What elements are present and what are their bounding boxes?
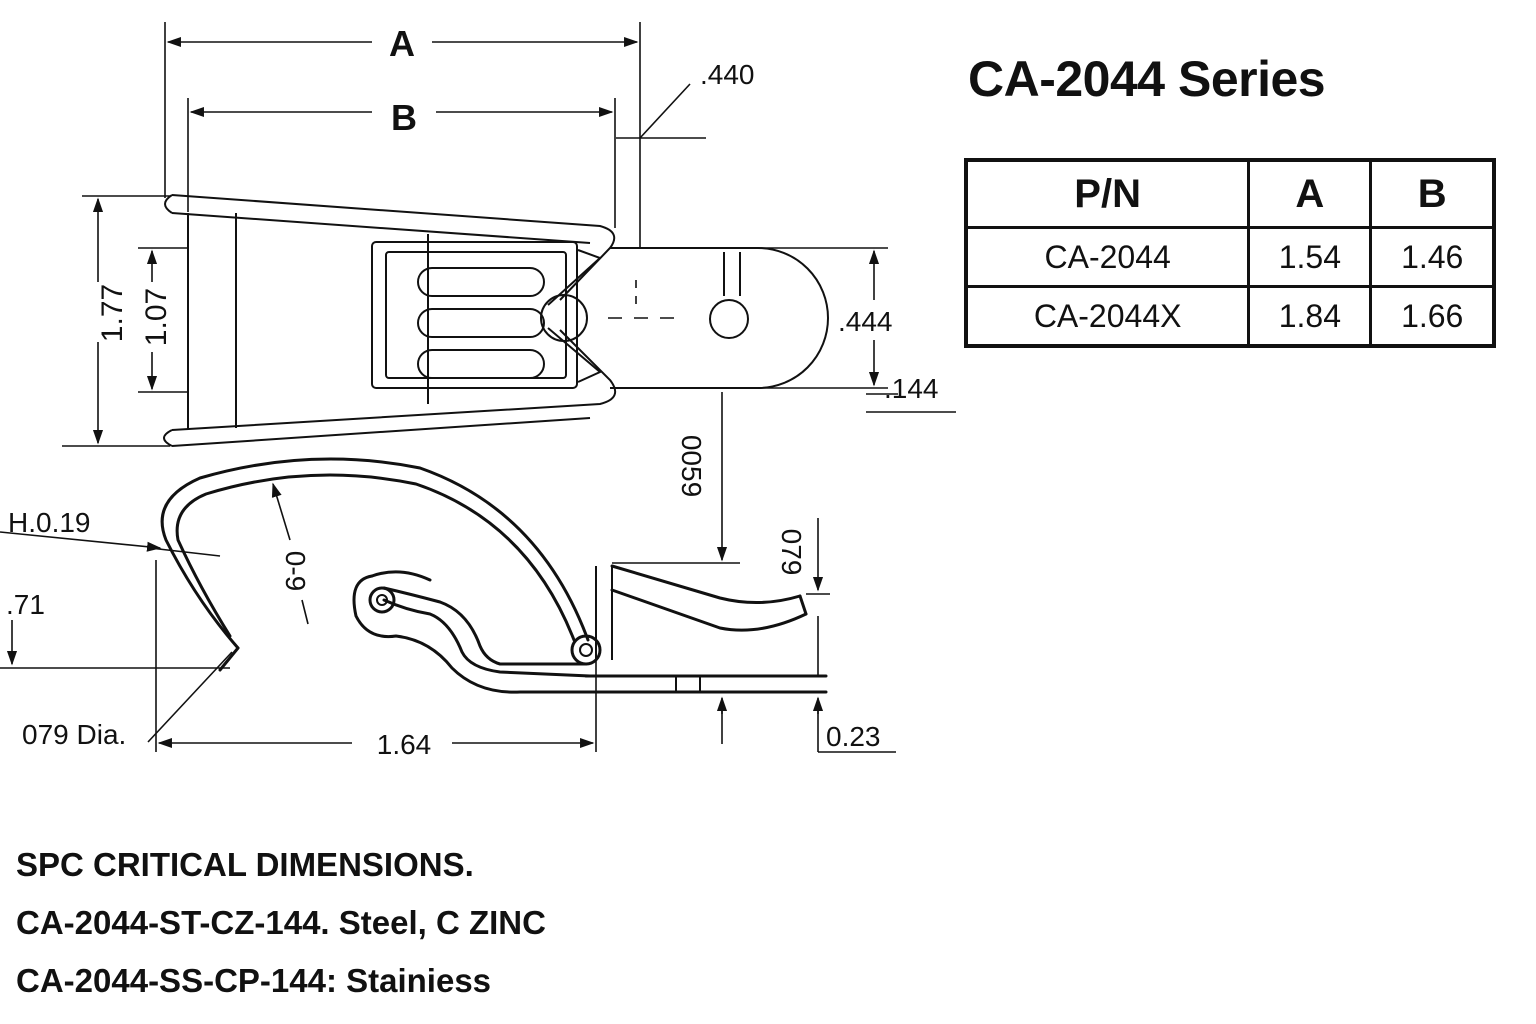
table-row: CA-2044 1.54 1.46 — [964, 226, 1496, 288]
table-cell: 1.46 — [1369, 226, 1496, 288]
table-cell: 1.84 — [1247, 285, 1373, 348]
table-cell: CA-2044X — [964, 285, 1251, 348]
clip-side-view — [160, 457, 828, 694]
clip-top-view — [163, 194, 829, 447]
dim-144-label: .144 — [884, 373, 939, 404]
dim-444-label: .444 — [838, 306, 893, 337]
dim-09-label: 0-9 — [280, 551, 311, 591]
dim-164-label: 1.64 — [377, 729, 432, 760]
table-row: CA-2044X 1.84 1.66 — [964, 285, 1496, 348]
note-line: CA-2044-ST-CZ-144. Steel, C ZINC — [16, 904, 546, 941]
table-header-cell: P/N — [964, 158, 1251, 229]
top-view-dimensions: A B .440 1.77 1.07 .444 .144 — [62, 22, 956, 447]
table-cell: 1.54 — [1247, 226, 1373, 288]
table-cell: 1.66 — [1369, 285, 1496, 348]
notes-block: SPC CRITICAL DIMENSIONS. CA-2044-ST-CZ-1… — [16, 836, 546, 1010]
dim-0059-label: 0059 — [676, 435, 707, 497]
dim-440-label: .440 — [700, 59, 755, 90]
series-title: CA-2044 Series — [968, 51, 1326, 107]
table-header-cell: A — [1247, 158, 1373, 229]
dim-079dia-label: 079 Dia. — [22, 719, 126, 750]
note-line: CA-2044-SS-CP-144: Stainiess — [16, 962, 492, 999]
dim-107-label: 1.07 — [140, 288, 173, 346]
dim-023-label: 0.23 — [826, 721, 881, 752]
table-cell: CA-2044 — [964, 226, 1251, 288]
dim-079-label: 079 — [776, 529, 807, 576]
note-line: SPC CRITICAL DIMENSIONS. — [16, 846, 474, 883]
dim-h019-label: H.0.19 — [8, 507, 91, 538]
side-view-dimensions: 0059 H.0.19 0-9 .71 079 079 Dia. 1.64 0.… — [0, 392, 896, 760]
dim-71-label: .71 — [6, 589, 45, 620]
dim-b-label: B — [391, 97, 417, 138]
table-header-cell: B — [1369, 158, 1496, 229]
dim-177-label: 1.77 — [96, 284, 129, 342]
table-header-row: P/N A B — [964, 158, 1496, 229]
dimension-table: P/N A B CA-2044 1.54 1.46 CA-2044X 1.84 … — [964, 158, 1496, 348]
dim-a-label: A — [389, 23, 415, 64]
